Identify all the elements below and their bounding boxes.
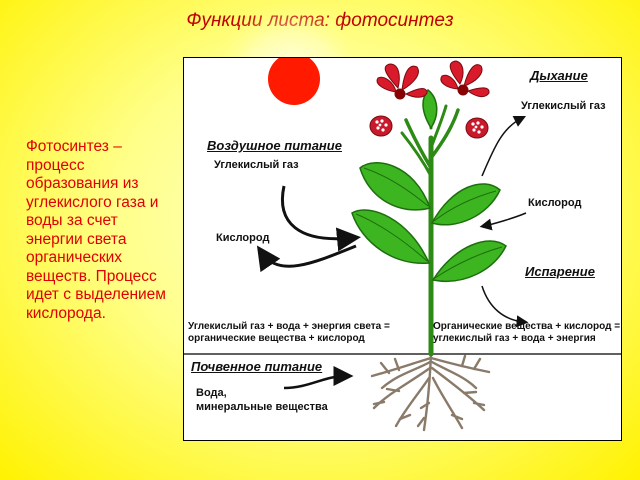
soil-water-label: Вода, [196, 387, 227, 399]
diagram-panel: Воздушное питание Углекислый газ Кислоро… [183, 57, 622, 441]
photosynthesis-equation-line-1: Углекислый газ + вода + энергия света = [188, 321, 390, 332]
breathing-heading: Дыхание [530, 68, 588, 83]
plant-diagram [184, 58, 621, 432]
leaf-veins [355, 167, 503, 279]
soil-feeding-heading: Почвенное питание [191, 359, 323, 374]
flower-left [376, 63, 428, 100]
slide-title: Функции листа: фотосинтез [186, 10, 454, 31]
photosynthesis-equation: Углекислый газ + вода + энергия света = … [188, 321, 390, 345]
arrow-co2-out [481, 115, 527, 177]
arrow-co2-in [281, 185, 361, 252]
arrow-o2-in [479, 212, 527, 231]
air-feeding-heading: Воздушное питание [207, 138, 342, 153]
evaporation-heading: Испарение [525, 264, 595, 279]
arrow-soil [283, 366, 354, 390]
respiration-equation-line-1: Органические вещества + кислород = [433, 321, 621, 332]
air-co2-label: Углекислый газ [214, 159, 299, 171]
breath-o2-label: Кислород [528, 197, 582, 209]
seed-pods [369, 115, 489, 139]
sun [268, 58, 320, 105]
respiration-equation: Органические вещества + кислород = углек… [433, 321, 620, 345]
soil-minerals-label: минеральные вещества [196, 401, 328, 413]
breath-co2-label: Углекислый газ [521, 100, 606, 112]
respiration-equation-line-2: углекислый газ + вода + энергия [433, 333, 596, 344]
roots [370, 352, 491, 432]
photosynthesis-equation-line-2: органические вещества + кислород [188, 333, 365, 344]
photosynthesis-definition: Фотосинтез – процесс образования из угле… [26, 138, 166, 322]
air-o2-label: Кислород [216, 232, 270, 244]
arrows [256, 115, 529, 390]
flower-right [440, 60, 490, 98]
arrow-o2-out [256, 244, 357, 273]
arrow-evaporation [481, 285, 529, 328]
stem [400, 96, 460, 357]
